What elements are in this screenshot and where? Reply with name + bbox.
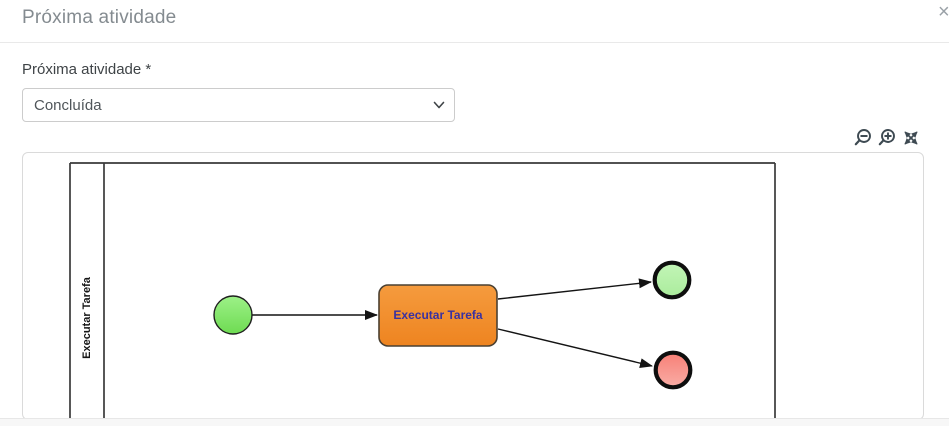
end-event-success <box>652 260 692 300</box>
end-event-error <box>653 350 693 390</box>
footer-background <box>0 419 949 426</box>
next-activity-select-wrap: Concluída <box>22 88 455 122</box>
diagram-toolbar <box>853 128 921 148</box>
bpmn-diagram: Executar Tarefa Executar Tarefa <box>69 162 776 419</box>
expand-arrows-icon <box>904 131 918 145</box>
lane-label: Executar Tarefa <box>81 276 93 359</box>
diagram-canvas[interactable]: Executar Tarefa Executar Tarefa <box>22 152 924 420</box>
zoom-out-icon <box>854 129 871 146</box>
zoom-out-button[interactable] <box>853 128 873 148</box>
zoom-in-button[interactable] <box>877 128 897 148</box>
close-icon: × <box>938 1 949 23</box>
close-button[interactable]: × <box>938 2 949 22</box>
flow-task-to-end-error <box>497 328 653 369</box>
task-label: Executar Tarefa <box>393 308 482 322</box>
next-activity-select[interactable]: Concluída <box>22 88 455 122</box>
page-title: Próxima atividade <box>22 7 177 28</box>
flow-task-to-end-ok <box>497 278 652 300</box>
task-executar-tarefa <box>378 284 498 347</box>
pool-lane-borders <box>69 162 776 419</box>
next-activity-label: Próxima atividade * <box>22 61 152 78</box>
header-divider <box>0 42 949 43</box>
zoom-in-icon <box>878 129 895 146</box>
start-event <box>213 295 253 335</box>
footer-divider <box>0 418 949 419</box>
fullscreen-button[interactable] <box>901 128 921 148</box>
